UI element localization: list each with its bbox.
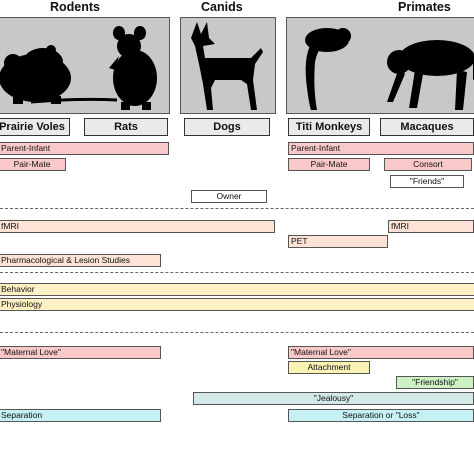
vole-silhouette-icon bbox=[0, 45, 71, 104]
section-divider-1 bbox=[0, 208, 474, 209]
bar-separation-rodent: Separation bbox=[0, 409, 161, 422]
canids-panel bbox=[180, 17, 276, 114]
bar-consort: Consort bbox=[384, 158, 472, 171]
bar-physiology: Physiology bbox=[0, 298, 474, 311]
bar-parent-infant-primate: Parent-Infant bbox=[288, 142, 474, 155]
bar-behavior: Behavior bbox=[0, 283, 474, 296]
bar-separation-primate: Separation or "Loss" bbox=[288, 409, 474, 422]
bar-pharmacological: Pharmacological & Lesion Studies bbox=[0, 254, 161, 267]
rodents-title: Rodents bbox=[50, 0, 100, 14]
bar-owner: Owner bbox=[191, 190, 267, 203]
section-divider-3 bbox=[0, 332, 474, 333]
rat-silhouette-icon bbox=[30, 26, 157, 110]
species-dogs: Dogs bbox=[184, 118, 270, 136]
primates-silhouettes bbox=[305, 28, 474, 110]
section-divider-2 bbox=[0, 272, 474, 273]
bar-fmri-macaque: fMRI bbox=[388, 220, 474, 233]
macaque-silhouette-icon bbox=[387, 40, 474, 110]
bar-maternal-love-primate: "Maternal Love" bbox=[288, 346, 474, 359]
bar-pair-mate-rodent: Pair-Mate bbox=[0, 158, 66, 171]
titi-monkey-silhouette-icon bbox=[305, 28, 351, 110]
primates-title: Primates bbox=[398, 0, 451, 14]
species-titi-monkeys: Titi Monkeys bbox=[288, 118, 370, 136]
bar-attachment: Attachment bbox=[288, 361, 370, 374]
bar-friendship: "Friendship" bbox=[396, 376, 474, 389]
bar-maternal-love-rodent: "Maternal Love" bbox=[0, 346, 161, 359]
bar-pet: PET bbox=[288, 235, 388, 248]
rodents-panel bbox=[0, 17, 170, 114]
primates-panel bbox=[286, 17, 474, 114]
species-rats: Rats bbox=[84, 118, 168, 136]
canids-title: Canids bbox=[201, 0, 243, 14]
rodents-silhouettes bbox=[0, 26, 157, 110]
bar-parent-infant-rodent: Parent-Infant bbox=[0, 142, 169, 155]
bar-pair-mate-primate: Pair-Mate bbox=[288, 158, 370, 171]
dog-silhouette-icon bbox=[191, 22, 263, 110]
bar-jealousy: "Jealousy" bbox=[193, 392, 474, 405]
species-macaques: Macaques bbox=[380, 118, 474, 136]
species-prairie-voles: Prairie Voles bbox=[0, 118, 70, 136]
bar-friends: "Friends" bbox=[390, 175, 464, 188]
bar-fmri-rodent: fMRI bbox=[0, 220, 275, 233]
